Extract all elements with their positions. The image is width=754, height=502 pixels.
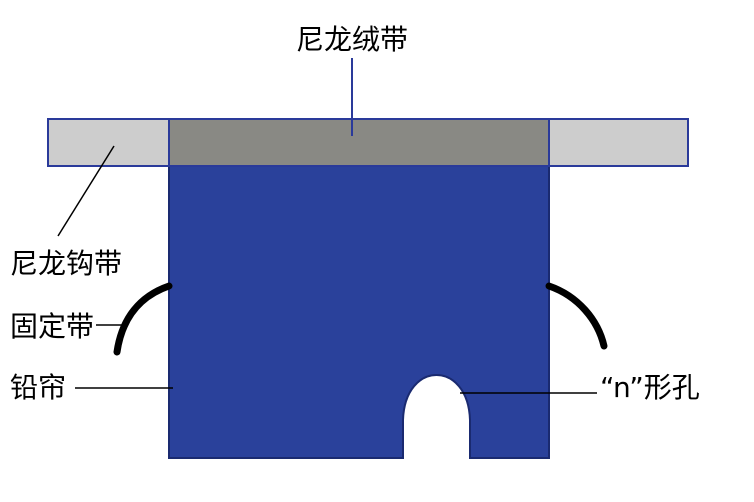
label-hook-strap: 尼龙钩带 <box>10 247 122 280</box>
hook-strap-right <box>548 118 689 167</box>
hook-strap-left <box>47 118 170 167</box>
leader-line-hook-strap <box>57 145 115 237</box>
fixing-strap-right <box>545 282 608 350</box>
velcro-strap <box>168 118 550 167</box>
label-lead-curtain: 铅帘 <box>10 371 66 404</box>
label-velcro-strap: 尼龙绒带 <box>296 23 408 56</box>
label-fixing-strap: 固定带 <box>10 310 94 343</box>
label-n-hole: “n”形孔 <box>600 371 700 404</box>
lead-curtain-body <box>168 165 550 459</box>
fixing-strap-left <box>113 282 173 356</box>
